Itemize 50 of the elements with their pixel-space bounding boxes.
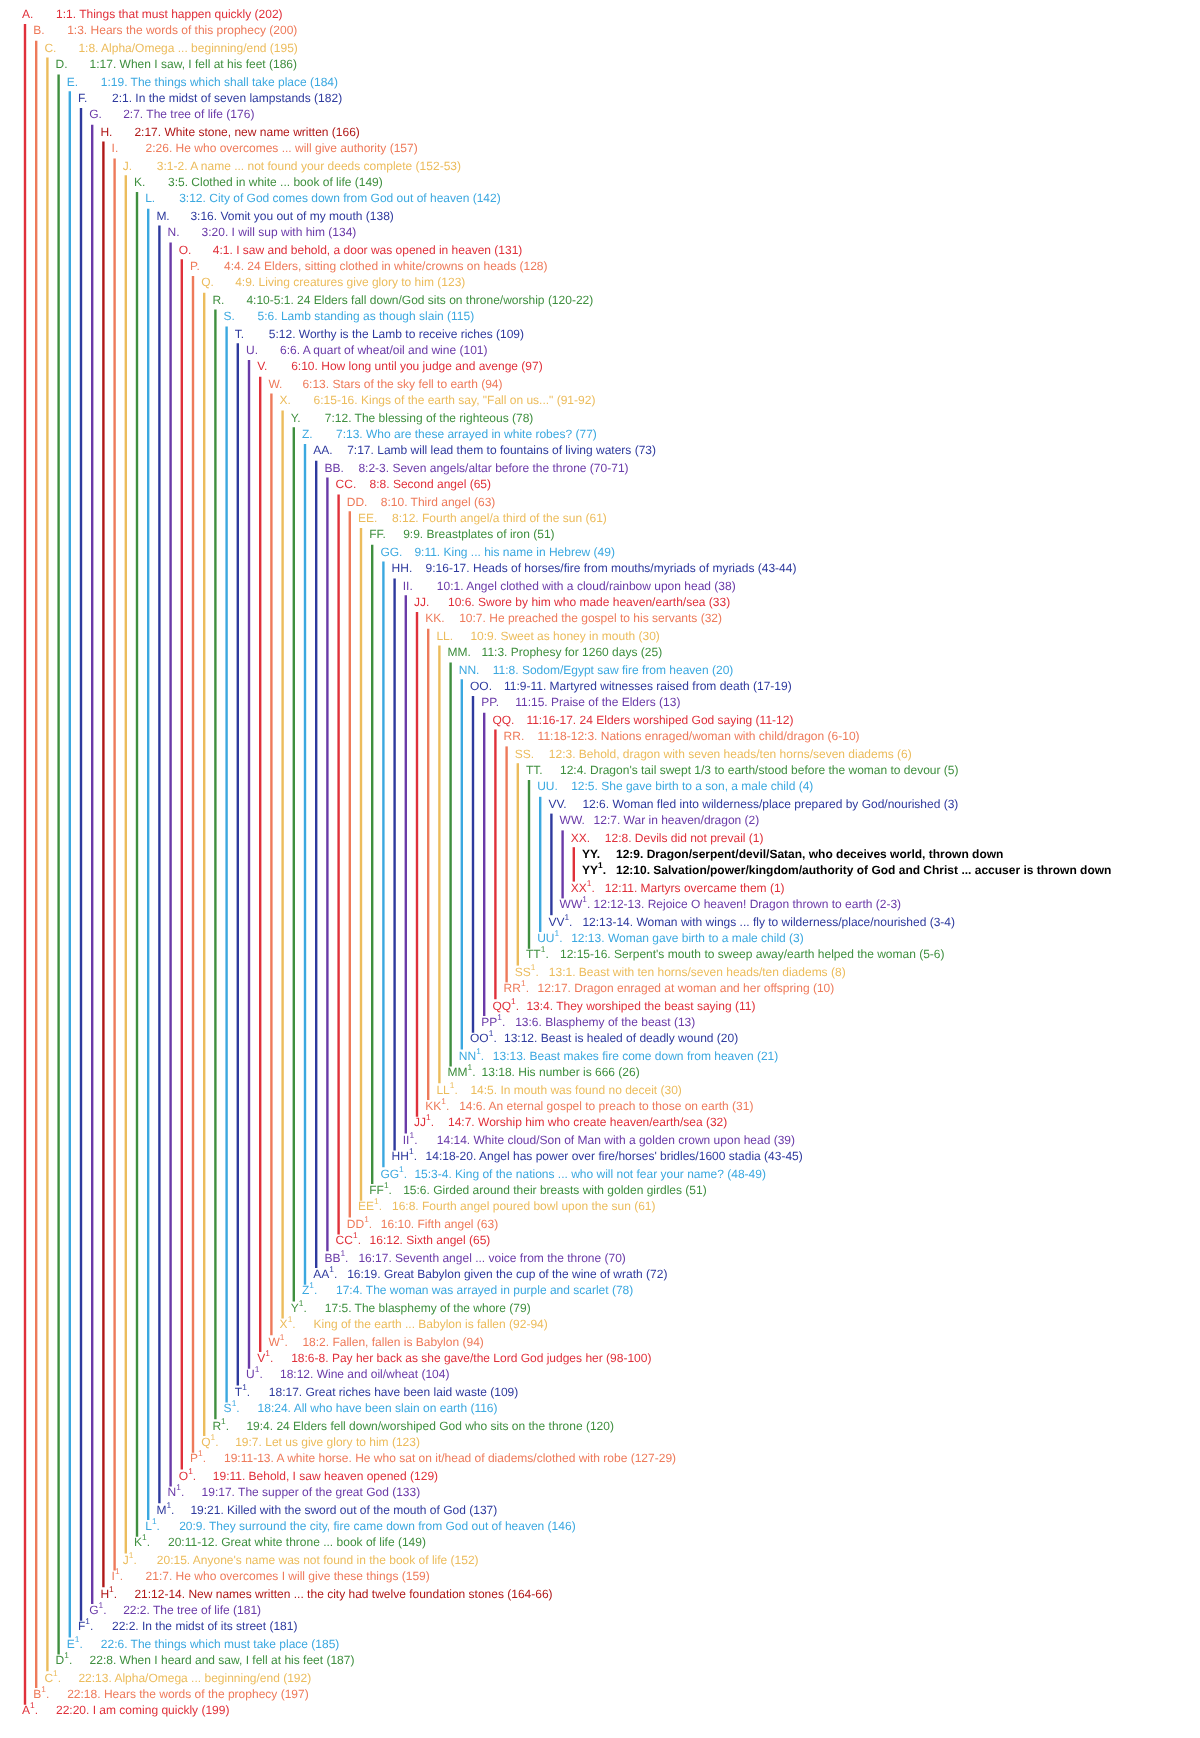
bracket-line (147, 208, 150, 1520)
bracket-line (68, 91, 71, 1638)
bracket-line (315, 460, 318, 1268)
bracket-line (281, 410, 284, 1319)
bracket-line (539, 796, 542, 932)
bracket-line (203, 292, 206, 1436)
bracket-line (79, 108, 83, 1621)
bracket-line (158, 225, 161, 1504)
bracket-line (359, 528, 363, 1201)
bracket-line (404, 595, 407, 1134)
bracket-line (494, 729, 497, 1000)
bracket-line (371, 544, 374, 1184)
bracket-line (113, 158, 116, 1571)
bracket-line (270, 393, 273, 1336)
bracket-line (326, 477, 329, 1252)
bracket-line (460, 679, 463, 1050)
bracket-line (225, 326, 228, 1403)
bracket-line (516, 763, 519, 966)
bracket-line (348, 511, 351, 1218)
bracket-line (527, 780, 531, 949)
bracket-line (214, 309, 217, 1420)
bracket-line (102, 141, 105, 1588)
bracket-line (46, 57, 49, 1672)
bracket-line (135, 192, 139, 1537)
bracket-line (438, 645, 441, 1084)
bracket-line (393, 578, 396, 1151)
bracket-line (337, 494, 340, 1235)
bracket-line (505, 746, 508, 983)
bracket-line (23, 24, 27, 1705)
bracket-line (259, 376, 262, 1352)
bracket-line (427, 628, 430, 1100)
bracket-line (382, 561, 385, 1168)
bracket-line (561, 830, 564, 899)
bracket-line (483, 712, 486, 1016)
bracket-line (57, 74, 60, 1655)
bracket-line (415, 612, 419, 1117)
bracket-line (236, 343, 239, 1386)
bracket-line (169, 242, 172, 1487)
bracket-line (572, 847, 575, 882)
bracket-line (303, 444, 307, 1285)
bracket-line (124, 175, 127, 1554)
bracket-line (449, 662, 452, 1067)
bracket-line (180, 259, 183, 1470)
bracket-line (91, 124, 94, 1604)
bracket-line (550, 813, 553, 916)
bracket-line (471, 696, 475, 1033)
bracket-line (292, 427, 295, 1302)
bracket-line (247, 360, 251, 1369)
bracket-line (35, 40, 38, 1688)
bracket-line (191, 276, 195, 1453)
